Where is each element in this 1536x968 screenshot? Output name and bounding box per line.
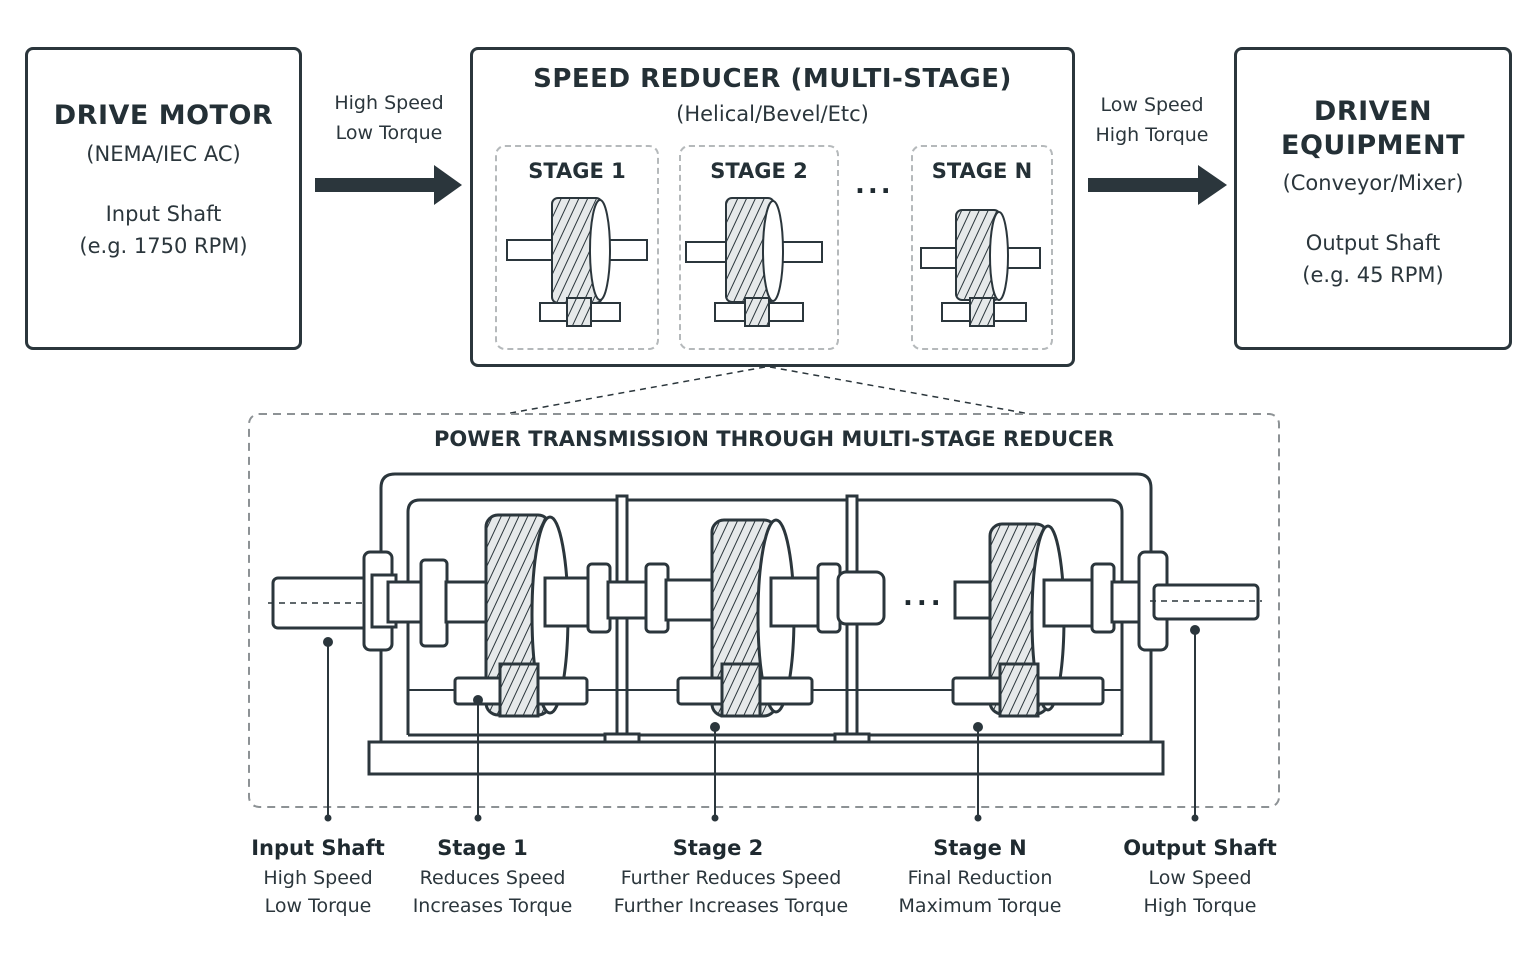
callout-line: Increases Torque: [412, 895, 573, 917]
stage-n-label: STAGE N: [931, 159, 1033, 183]
stage-n-panel: STAGE N: [911, 145, 1053, 350]
speed-reducer-title: SPEED REDUCER (MULTI-STAGE): [533, 64, 1012, 94]
stage-2-gear-drawing: [606, 518, 886, 718]
driven-equipment-title-1: DRIVEN: [1313, 96, 1433, 127]
driven-equipment-box: DRIVEN EQUIPMENT (Conveyor/Mixer) Output…: [1234, 47, 1512, 350]
stage-2-label: STAGE 2: [710, 159, 808, 183]
detail-title: POWER TRANSMISSION THROUGH MULTI-STAGE R…: [434, 427, 1114, 451]
callout-input-shaft: Input Shaft High Speed Low Torque: [228, 836, 408, 920]
output-flow-line1: Low Speed: [1100, 94, 1204, 116]
input-flow-label: High Speed Low Torque: [318, 88, 460, 148]
driven-equipment-subtitle: (Conveyor/Mixer): [1282, 171, 1464, 195]
callout-title: Stage 2: [672, 836, 764, 860]
stage-1-gear-drawing: [453, 513, 612, 718]
callout-line: Further Increases Torque: [613, 895, 849, 917]
callout-stage-1: Stage 1 Reduces Speed Increases Torque: [395, 836, 590, 920]
callout-line: Maximum Torque: [898, 895, 1062, 917]
stage-ellipsis: ...: [855, 170, 894, 200]
detail-panel-frame: [248, 413, 1280, 808]
input-flow-line1: High Speed: [334, 92, 444, 114]
detail-ellipsis: ...: [903, 582, 945, 612]
callout-line: Reduces Speed: [419, 867, 566, 889]
stage-1-label: STAGE 1: [528, 159, 626, 183]
input-shaft-label: Input Shaft: [105, 202, 222, 226]
output-shaft-label: Output Shaft: [1305, 231, 1441, 255]
stage-n-gear-drawing: [951, 522, 1116, 718]
output-shaft-drawing: [1110, 550, 1262, 652]
callout-line: High Speed: [263, 867, 373, 889]
callout-title: Stage 1: [437, 836, 528, 860]
callout-stage-2: Stage 2 Further Reduces Speed Further In…: [606, 836, 856, 920]
zoom-connector-lines: [504, 366, 1031, 415]
input-flow-line2: Low Torque: [335, 122, 443, 144]
callout-output-shaft: Output Shaft Low Speed High Torque: [1110, 836, 1290, 920]
output-flow-arrow: [1088, 165, 1227, 205]
stage-2-gears: [685, 197, 823, 327]
output-flow-line2: High Torque: [1095, 124, 1209, 146]
callout-line: High Torque: [1143, 895, 1257, 917]
callout-line: Low Torque: [264, 895, 372, 917]
drive-motor-subtitle: (NEMA/IEC AC): [86, 142, 241, 166]
callout-line: Low Speed: [1148, 867, 1252, 889]
callout-line: Final Reduction: [907, 867, 1053, 889]
stage-1-panel: STAGE 1: [495, 145, 659, 350]
callout-title: Output Shaft: [1123, 836, 1277, 860]
driven-equipment-title-2: EQUIPMENT: [1281, 130, 1465, 161]
drive-motor-title: DRIVE MOTOR: [53, 100, 274, 131]
speed-reducer-subtitle: (Helical/Bevel/Etc): [676, 102, 869, 126]
callout-title: Input Shaft: [251, 836, 385, 860]
callout-stage-n: Stage N Final Reduction Maximum Torque: [885, 836, 1075, 920]
stage-2-panel: STAGE 2: [679, 145, 839, 350]
drive-motor-box: DRIVE MOTOR (NEMA/IEC AC) Input Shaft (e…: [25, 47, 302, 350]
stage-1-gears: [506, 197, 648, 327]
input-flow-arrow: [315, 165, 462, 205]
input-shaft-drawing: [268, 550, 504, 652]
stage-n-gears: [920, 209, 1041, 327]
output-flow-label: Low Speed High Torque: [1085, 90, 1219, 150]
callout-line: Further Reduces Speed: [620, 867, 842, 889]
callout-title: Stage N: [933, 836, 1027, 860]
callout-pointers: [323, 625, 1200, 822]
output-shaft-rpm: (e.g. 45 RPM): [1302, 263, 1444, 287]
input-shaft-rpm: (e.g. 1750 RPM): [79, 234, 248, 258]
